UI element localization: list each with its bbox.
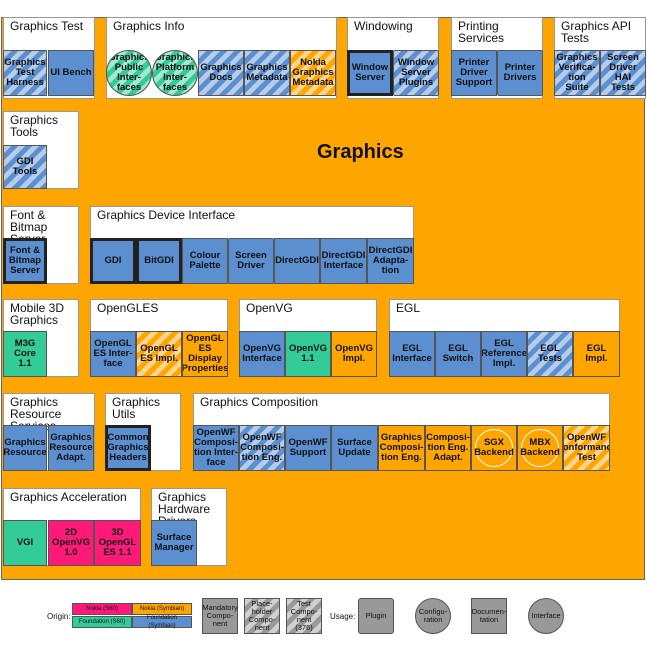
group-title: OpenGLES: [97, 301, 159, 315]
component-graphics-resource-adapt[interactable]: Graphics Resource Adapt.: [48, 425, 94, 471]
component-surface-manager[interactable]: Surface Manager: [151, 520, 197, 566]
group-title: Graphics Composition: [200, 395, 319, 409]
component-sgx-backend[interactable]: SGX Backend: [471, 425, 517, 471]
component-openwf-support[interactable]: OpenWF Support: [285, 425, 331, 471]
component-common-graphics-headers[interactable]: Common Graphics Headers: [105, 425, 151, 471]
legend-mandatory-component: Mandatory Compo- nent: [202, 598, 238, 634]
component-egl-reference-impl[interactable]: EGL Reference Impl.: [481, 331, 527, 377]
component-graphics-test-harness[interactable]: Graphics Test Harness: [3, 50, 47, 96]
component-directgdi[interactable]: DirectGDI: [274, 238, 320, 284]
component-printer-driver-support[interactable]: Printer Driver Support: [451, 50, 497, 96]
component-egl-tests[interactable]: EGL Tests: [527, 331, 573, 377]
legend-foundation-symbian: Foundation (Symbian): [132, 615, 192, 629]
component-opengl-es-display-properties[interactable]: OpenGL ES Display Properties: [182, 331, 228, 377]
group-title: Graphics Test: [10, 19, 84, 33]
component-gdi-tools[interactable]: GDI Tools: [3, 145, 47, 189]
component-graphics-platform-interfaces[interactable]: Graphics Platform Inter- faces: [152, 50, 198, 96]
group-title: Graphics Tools: [10, 113, 59, 139]
component-window-server[interactable]: Window Server: [347, 50, 393, 96]
component-opengl-es-interface[interactable]: OpenGL ES Inter- face: [90, 331, 136, 377]
component-vgi[interactable]: VGI: [3, 520, 47, 566]
legend-usage-label: Usage:: [330, 612, 356, 621]
component-2d-openvg[interactable]: 2D OpenVG 1.0: [48, 520, 94, 566]
group-title: Mobile 3D Graphics: [10, 301, 65, 327]
component-3d-opengl-es[interactable]: 3D OpenGL ES 1.1: [94, 520, 141, 566]
component-window-server-plugins[interactable]: Window Server Plugins: [393, 50, 439, 96]
legend-plugin: Plugin: [358, 598, 394, 634]
legend-nokia-s60: Nokia (S60): [72, 603, 132, 615]
component-screen-driver-hai-tests[interactable]: Screen Driver HAI Tests: [600, 50, 646, 96]
group-title: Graphics Info: [113, 19, 185, 33]
component-ui-bench[interactable]: UI Bench: [48, 50, 94, 96]
component-opengl-es-impl[interactable]: OpenGL ES Impl.: [136, 331, 182, 377]
legend-configuration: Configu- ration: [415, 598, 451, 634]
component-openwf-composition-engine[interactable]: OpenWF Composi- tion Eng.: [239, 425, 285, 471]
component-bitgdi[interactable]: BitGDI: [136, 238, 182, 284]
component-openwf-conformance-test[interactable]: OpenWF Conformance Test: [563, 425, 610, 471]
group-title: Graphics API Tests: [561, 19, 632, 45]
component-egl-interface[interactable]: EGL Interface: [389, 331, 435, 377]
legend-test-component: Test Compo- nent (376): [286, 598, 322, 634]
legend-nokia-symbian: Nokia (Symbian): [132, 603, 192, 615]
component-gdi[interactable]: GDI: [90, 238, 136, 284]
component-m3g-core[interactable]: M3G Core 1.1: [3, 331, 47, 377]
group-title: Printing Services: [458, 19, 505, 45]
component-mbx-backend[interactable]: MBX Backend: [517, 425, 563, 471]
group-title: Graphics Utils: [112, 395, 161, 421]
component-colour-palette[interactable]: Colour Palette: [182, 238, 228, 284]
component-egl-switch[interactable]: EGL Switch: [435, 331, 481, 377]
component-graphics-docs[interactable]: Graphics Docs: [198, 50, 244, 96]
component-directgdi-interface[interactable]: DirectGDI Interface: [320, 238, 367, 284]
group-title: OpenVG: [246, 301, 293, 315]
component-font-bitmap-server[interactable]: Font & Bitmap Server: [3, 238, 47, 284]
layer-title: Graphics: [317, 141, 404, 163]
legend-interface: Interface: [528, 598, 564, 634]
component-graphics-resource[interactable]: Graphics Resource: [3, 425, 47, 471]
component-screen-driver[interactable]: Screen Driver: [228, 238, 274, 284]
group-title: Windowing: [354, 19, 413, 33]
component-openvg-1-1[interactable]: OpenVG 1.1: [285, 331, 331, 377]
component-graphics-verification-suite[interactable]: Graphics Verifica- tion Suite: [554, 50, 600, 96]
component-openvg-impl[interactable]: OpenVG Impl.: [331, 331, 377, 377]
component-composition-engine-adapt[interactable]: Composi- tion Eng. Adapt.: [425, 425, 471, 471]
component-openwf-composition-interface[interactable]: OpenWF Composi- tion Inter- face: [193, 425, 239, 471]
component-surface-update[interactable]: Surface Update: [331, 425, 378, 471]
component-openvg-interface[interactable]: OpenVG Interface: [239, 331, 285, 377]
legend-foundation-s60: Foundation (S60): [72, 616, 132, 628]
graphics-layer-background: [1, 17, 645, 580]
component-egl-impl[interactable]: EGL Impl.: [573, 331, 620, 377]
component-graphics-metadata[interactable]: Graphics Metadata: [244, 50, 290, 96]
component-graphics-composition-engine[interactable]: Graphics Composi- tion Eng.: [378, 425, 425, 471]
component-nokia-graphics-metadata[interactable]: Nokia Graphics Metadata: [290, 50, 336, 96]
legend-placeholder-component: Place- holder Compo- nent: [244, 598, 280, 634]
group-title: Graphics Acceleration: [10, 490, 127, 504]
group-title: EGL: [396, 301, 421, 315]
component-directgdi-adaptation[interactable]: DirectGDI Adapta- tion: [367, 238, 414, 284]
legend-documentation: Documen- tation: [471, 598, 507, 634]
component-printer-drivers[interactable]: Printer Drivers: [497, 50, 543, 96]
legend-origin-label: Origin:: [47, 612, 71, 621]
group-title: Graphics Device Interface: [97, 208, 236, 222]
component-graphics-public-interfaces[interactable]: Graphics Public Inter- faces: [106, 50, 152, 96]
